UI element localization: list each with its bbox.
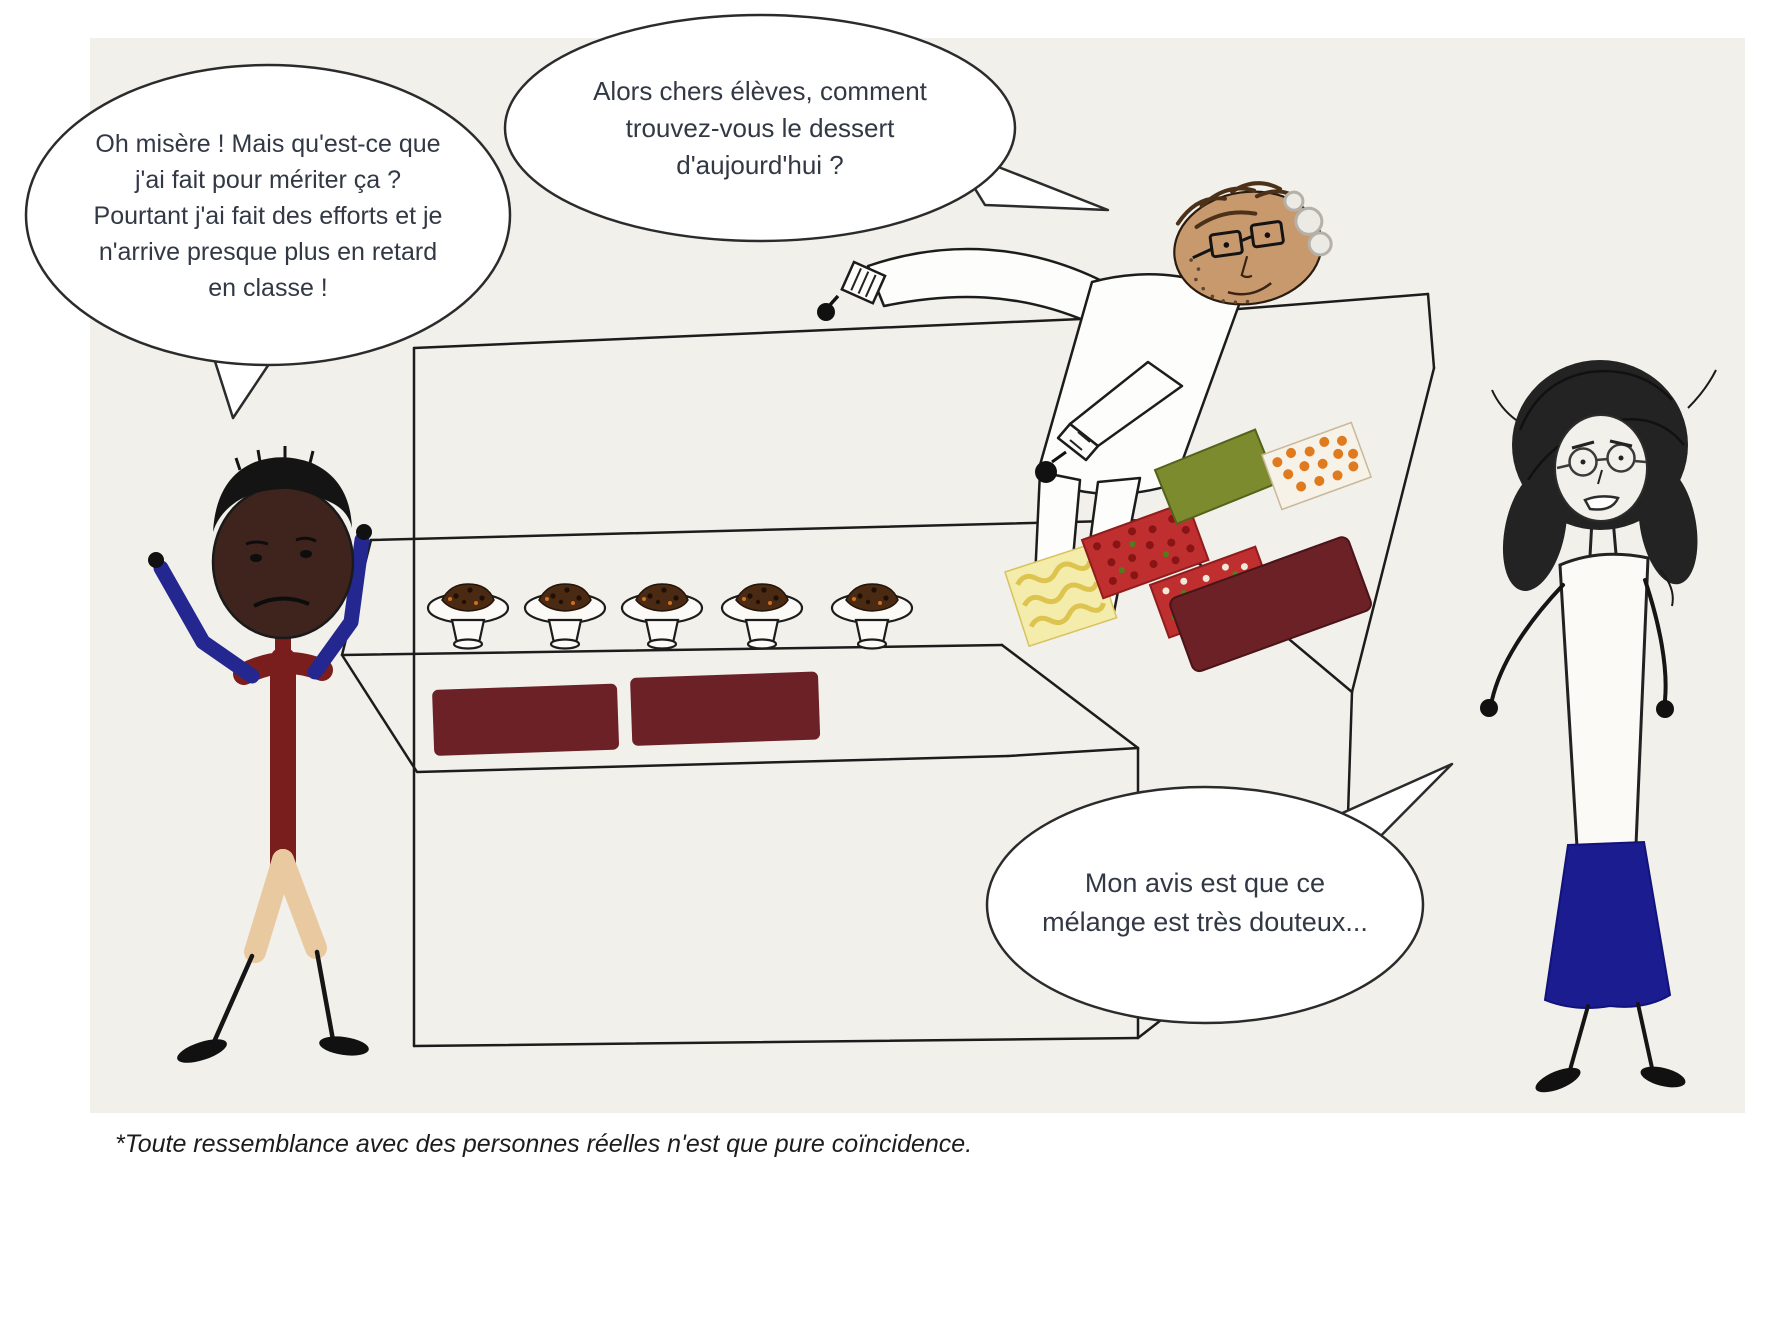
- student-shoe: [177, 1039, 227, 1063]
- bubble-line: Oh misère ! Mais qu'est-ce que: [95, 130, 440, 158]
- bubble-line: mélange est très douteux...: [1042, 907, 1368, 937]
- food-display: [1004, 421, 1373, 673]
- bubble-line: n'arrive presque plus en retard: [99, 238, 437, 266]
- bubble-line: en classe !: [208, 274, 328, 302]
- student-right-arm: [307, 532, 370, 680]
- student-shoe: [319, 1036, 369, 1056]
- server-glasses-icon: [1208, 229, 1244, 259]
- server-hair: [1175, 181, 1302, 229]
- speech-bubble-server: Alors chers élèves, comment trouvez-vous…: [503, 13, 1110, 243]
- teacher-right-arm: [1643, 578, 1668, 702]
- bubble-line: Pourtant j'ai fait des efforts et je: [94, 202, 443, 230]
- teacher-torso: [1558, 552, 1650, 849]
- tray-front-right: [630, 671, 821, 746]
- tray-maroon-angled: [1169, 536, 1372, 673]
- server-beard-dots: [1189, 258, 1250, 305]
- tray-front-left: [432, 683, 619, 756]
- teacher-shoe: [1535, 1067, 1581, 1093]
- bubble-line: trouvez-vous le dessert: [626, 113, 896, 143]
- teacher-hand: [1656, 700, 1674, 718]
- bubble-line: Mon avis est que ce: [1085, 868, 1325, 898]
- ladle-icon: [817, 303, 835, 321]
- teacher-shoe: [1640, 1066, 1686, 1088]
- student-figure: [148, 446, 372, 1063]
- student-head: [211, 446, 355, 640]
- teacher-left-arm: [1490, 583, 1565, 702]
- speech-bubble-teacher: Mon avis est que ce mélange est très dou…: [985, 762, 1454, 1025]
- tray-carrots: [1261, 421, 1373, 511]
- student-hand: [148, 552, 164, 568]
- bubble-line: j'ai fait pour mériter ça ?: [134, 166, 401, 194]
- caption-text: *Toute ressemblance avec des personnes r…: [115, 1130, 972, 1158]
- teacher-glasses-icon: [1568, 447, 1598, 477]
- student-frown: [253, 596, 310, 608]
- teacher-right-figure: [1480, 360, 1717, 1093]
- server-cuff: [840, 260, 887, 305]
- student-hand: [356, 524, 372, 540]
- student-left-arm: [153, 560, 260, 684]
- scoop-ball: [1035, 461, 1057, 483]
- bubble-line: d'aujourd'hui ?: [676, 150, 844, 180]
- server-head: [1173, 181, 1333, 306]
- teacher-skirt: [1543, 840, 1672, 1009]
- teacher-grimace: [1583, 495, 1620, 511]
- tray-red-sauce: [1080, 500, 1210, 600]
- student-hair: [213, 457, 352, 532]
- teacher-hand: [1480, 699, 1498, 717]
- teacher-head: [1554, 414, 1648, 522]
- bubble-line: Alors chers élèves, comment: [593, 76, 928, 106]
- speech-bubble-student: Oh misère ! Mais qu'est-ce que j'ai fait…: [24, 63, 512, 420]
